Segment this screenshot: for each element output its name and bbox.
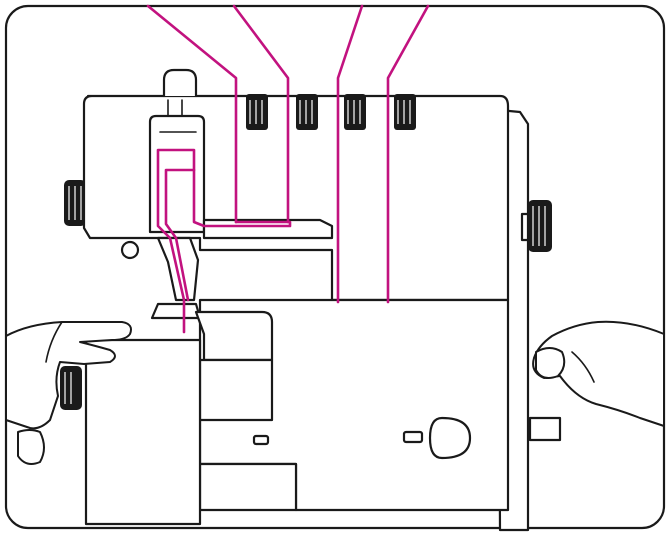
tension-dial-icon xyxy=(344,94,366,130)
throat-plate xyxy=(196,312,272,360)
bed-front xyxy=(200,360,272,420)
left-lower-knob-icon xyxy=(60,366,82,410)
small-slot xyxy=(254,436,268,444)
front-cover-door xyxy=(86,340,200,524)
tension-dial-icon xyxy=(296,94,318,130)
left-upper-knob-icon xyxy=(64,180,86,226)
tension-dial-icon xyxy=(246,94,268,130)
tension-dial-icon xyxy=(394,94,416,130)
lower-base xyxy=(200,464,296,510)
